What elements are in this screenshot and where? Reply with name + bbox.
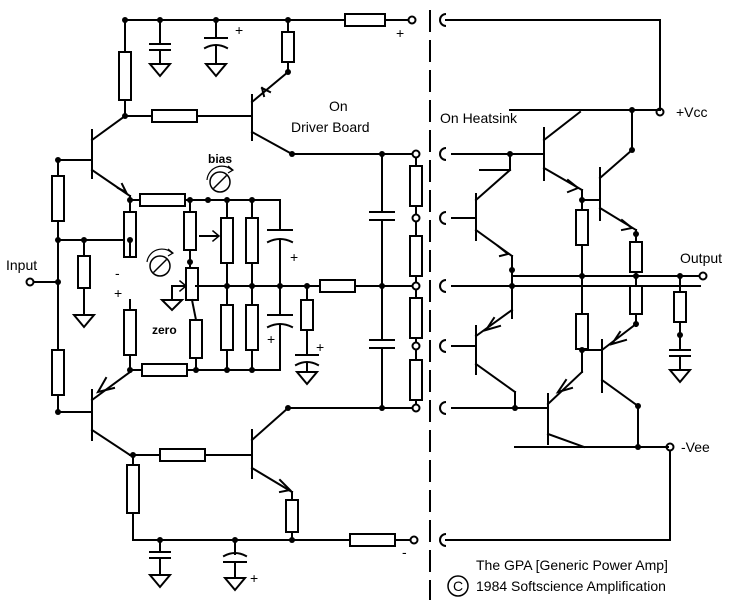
bias-pot-resistor [183,211,197,251]
top-cap-plus-sign: + [235,22,243,38]
on-driver-board-label-line1: On [329,98,348,114]
driver-board-output-column [369,149,423,413]
heatsink-upper-resistor [575,209,589,246]
bottom-driver-transistor [250,406,294,494]
top-rail-plus-sign: + [396,25,404,41]
heatsink-connectors [439,13,449,547]
bottom-rail-minus-sign: - [402,544,407,560]
zero-label: zero [152,323,177,337]
bias-label: bias [208,152,232,166]
driver-emitter-resistor-bottom [285,499,299,533]
bias-resistor-d [245,304,259,351]
output-zobel-network [667,275,693,384]
bias-resistor-b [220,304,234,351]
top-rail-terminal [407,15,417,25]
heatsink-top-transistor-b [598,148,638,232]
bottom-cap-plus-sign: + [250,570,258,586]
zero-pot-resistor [185,267,199,301]
midpoint-snubber-resistor [300,299,314,331]
top-left-resistor [118,51,132,101]
feedback-plus-sign: + [114,285,122,301]
zero-lower-resistor [189,319,203,359]
bias-cap-plus-sign: + [290,249,298,265]
top-supply-rail [122,13,417,27]
bias-resistor-a [220,217,234,264]
mid-cap-plus-sign: + [316,339,324,355]
bottom-electrolytic-capacitor [222,539,248,592]
copyright-symbol: C [453,578,463,594]
bias-cap2-plus-sign: + [267,331,275,347]
input-bias-resistor-bottom [51,349,65,396]
vee-label: -Vee [681,439,710,455]
bias-feed-resistor-bottom [141,363,188,377]
bottom-driver-base-resistor [159,448,206,462]
bottom-vas-transistor [90,370,132,457]
output-label: Output [680,250,722,266]
input-ground-resistor [77,255,91,289]
driver-output-resistor-4 [409,359,423,401]
input-label: Input [6,257,37,273]
bottom-feedback-resistor [123,309,137,356]
bias-resistor-stack [183,199,259,371]
on-heatsink-label: On Heatsink [440,110,518,126]
top-vas-transistor [90,114,132,198]
zobel-resistor [673,291,687,323]
heatsink-top-predriver [451,110,584,194]
bottom-left-resistor [126,464,140,514]
top-driver-transistor [250,70,294,156]
vcc-label: +Vcc [676,104,708,120]
top-electrolytic-capacitor [203,19,229,78]
bottom-rail-resistor [349,533,396,547]
output-terminal [698,271,708,281]
heatsink-bottom-transistor-a [474,308,517,394]
copyright-text: 1984 Softscience Amplification [476,578,666,594]
top-decoupling-capacitor [147,19,173,78]
top-rail-resistor [344,13,386,27]
top-driver-base-resistor [151,109,198,123]
driver-output-resistor-1 [409,165,423,207]
title-text: The GPA [Generic Power Amp] [476,557,668,573]
zero-pot-symbol [146,248,188,312]
copyright-icon [447,575,469,597]
bias-capacitors [266,199,294,371]
heatsink-lower-resistor [575,313,589,350]
bias-pot-symbol [199,165,235,243]
heatsink-top-transistor-a [474,168,514,258]
heatsink-bottom-predriver [546,370,586,449]
bias-resistor-c [245,217,259,264]
heatsink-output-resistor-bottom [629,285,643,315]
bottom-supply-rail [132,533,419,547]
input-terminal [25,277,35,287]
feedback-minus-sign: - [115,265,120,281]
heatsink-bottom-transistor-b [600,322,640,408]
midpoint-resistor [319,279,356,293]
bias-feed-resistor-top [139,193,186,207]
bottom-rail-terminal [409,535,419,545]
heatsink-output-resistor-top [629,241,643,273]
driver-output-resistor-3 [409,297,423,339]
driver-output-resistor-2 [409,235,423,277]
on-driver-board-label-line2: Driver Board [291,119,370,135]
driver-emitter-resistor-top [281,31,295,63]
bottom-decoupling-capacitor [147,539,173,589]
input-bias-resistor-top [51,175,65,222]
